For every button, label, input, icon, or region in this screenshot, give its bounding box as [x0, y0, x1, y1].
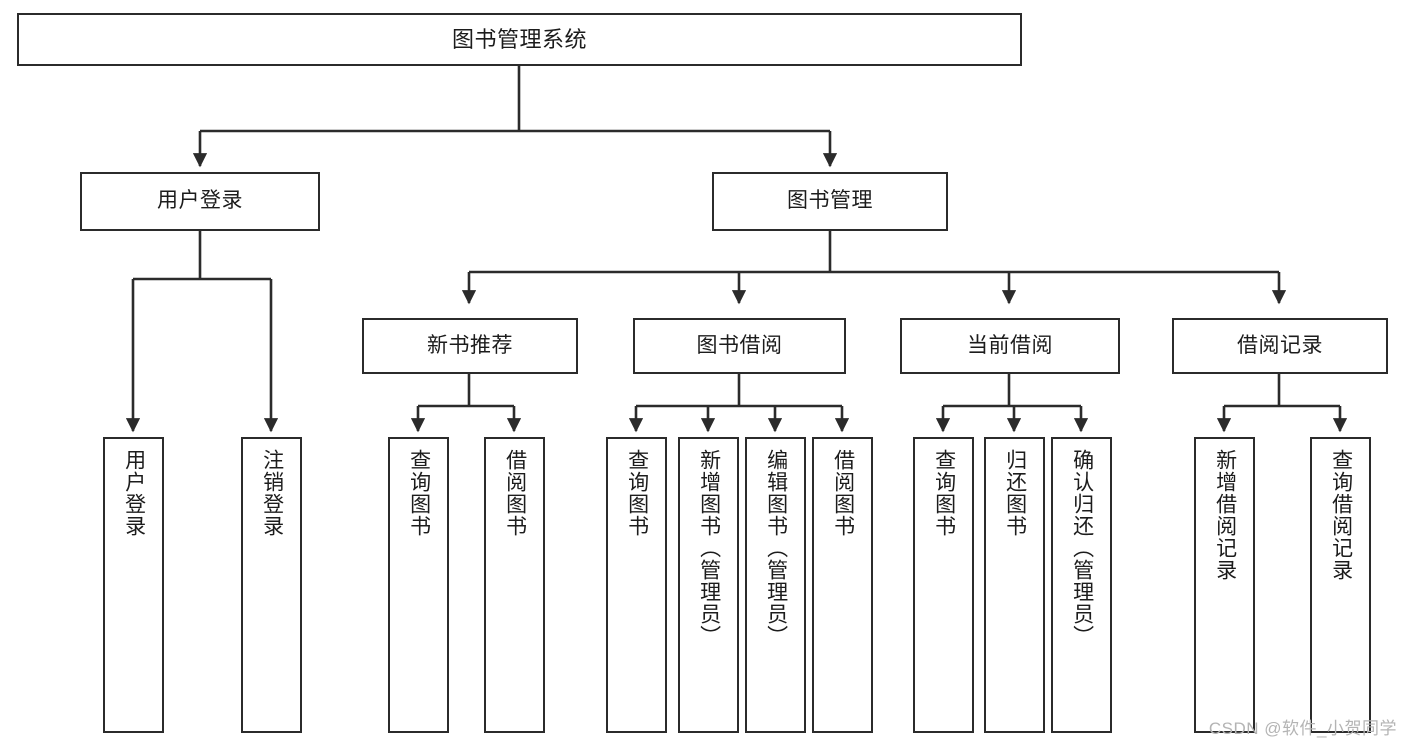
node-label: 用户登录 [122, 449, 146, 537]
leaf-book-borrow-edit-book-admin[interactable]: 编辑图书（管理员） [745, 437, 806, 733]
node-label: 新增借阅记录 [1213, 449, 1237, 581]
node-user-login[interactable]: 用户登录 [80, 172, 320, 231]
leaf-current-borrow-return-books[interactable]: 归还图书 [984, 437, 1045, 733]
node-label: 用户登录 [157, 189, 243, 213]
node-new-book-recommend[interactable]: 新书推荐 [362, 318, 578, 374]
node-borrow-record[interactable]: 借阅记录 [1172, 318, 1388, 374]
leaf-user-login-signout[interactable]: 注销登录 [241, 437, 302, 733]
leaf-new-book-borrow-books[interactable]: 借阅图书 [484, 437, 545, 733]
leaf-book-borrow-borrow-books[interactable]: 借阅图书 [812, 437, 873, 733]
node-label: 归还图书 [1003, 449, 1027, 537]
node-label: 新书推荐 [427, 333, 513, 357]
leaf-user-login-signin[interactable]: 用户登录 [103, 437, 164, 733]
node-label: 查询图书 [932, 449, 956, 537]
node-book-management[interactable]: 图书管理 [712, 172, 948, 231]
node-label: 借阅记录 [1237, 333, 1323, 357]
leaf-book-borrow-query-books[interactable]: 查询图书 [606, 437, 667, 733]
node-label: 借阅图书 [831, 449, 855, 537]
node-label: 编辑图书（管理员） [764, 449, 788, 647]
node-label: 当前借阅 [967, 333, 1053, 357]
node-label: 注销登录 [260, 449, 284, 537]
leaf-borrow-record-query-record[interactable]: 查询借阅记录 [1310, 437, 1371, 733]
leaf-new-book-query-books[interactable]: 查询图书 [388, 437, 449, 733]
node-label: 新增图书（管理员） [697, 449, 721, 647]
leaf-borrow-record-add-record[interactable]: 新增借阅记录 [1194, 437, 1255, 733]
leaf-current-borrow-query-books[interactable]: 查询图书 [913, 437, 974, 733]
node-label: 查询借阅记录 [1329, 449, 1353, 581]
node-label: 图书管理系统 [451, 26, 587, 52]
node-label: 图书管理 [787, 189, 873, 213]
node-label: 确认归还（管理员） [1070, 449, 1094, 647]
node-label: 查询图书 [625, 449, 649, 537]
node-label: 借阅图书 [503, 449, 527, 537]
node-label: 图书借阅 [696, 333, 783, 357]
node-current-borrow[interactable]: 当前借阅 [900, 318, 1120, 374]
node-book-borrow[interactable]: 图书借阅 [633, 318, 846, 374]
leaf-current-borrow-confirm-return-admin[interactable]: 确认归还（管理员） [1051, 437, 1112, 733]
leaf-book-borrow-add-book-admin[interactable]: 新增图书（管理员） [678, 437, 739, 733]
node-label: 查询图书 [407, 449, 431, 537]
node-root-book-management-system[interactable]: 图书管理系统 [17, 13, 1022, 66]
